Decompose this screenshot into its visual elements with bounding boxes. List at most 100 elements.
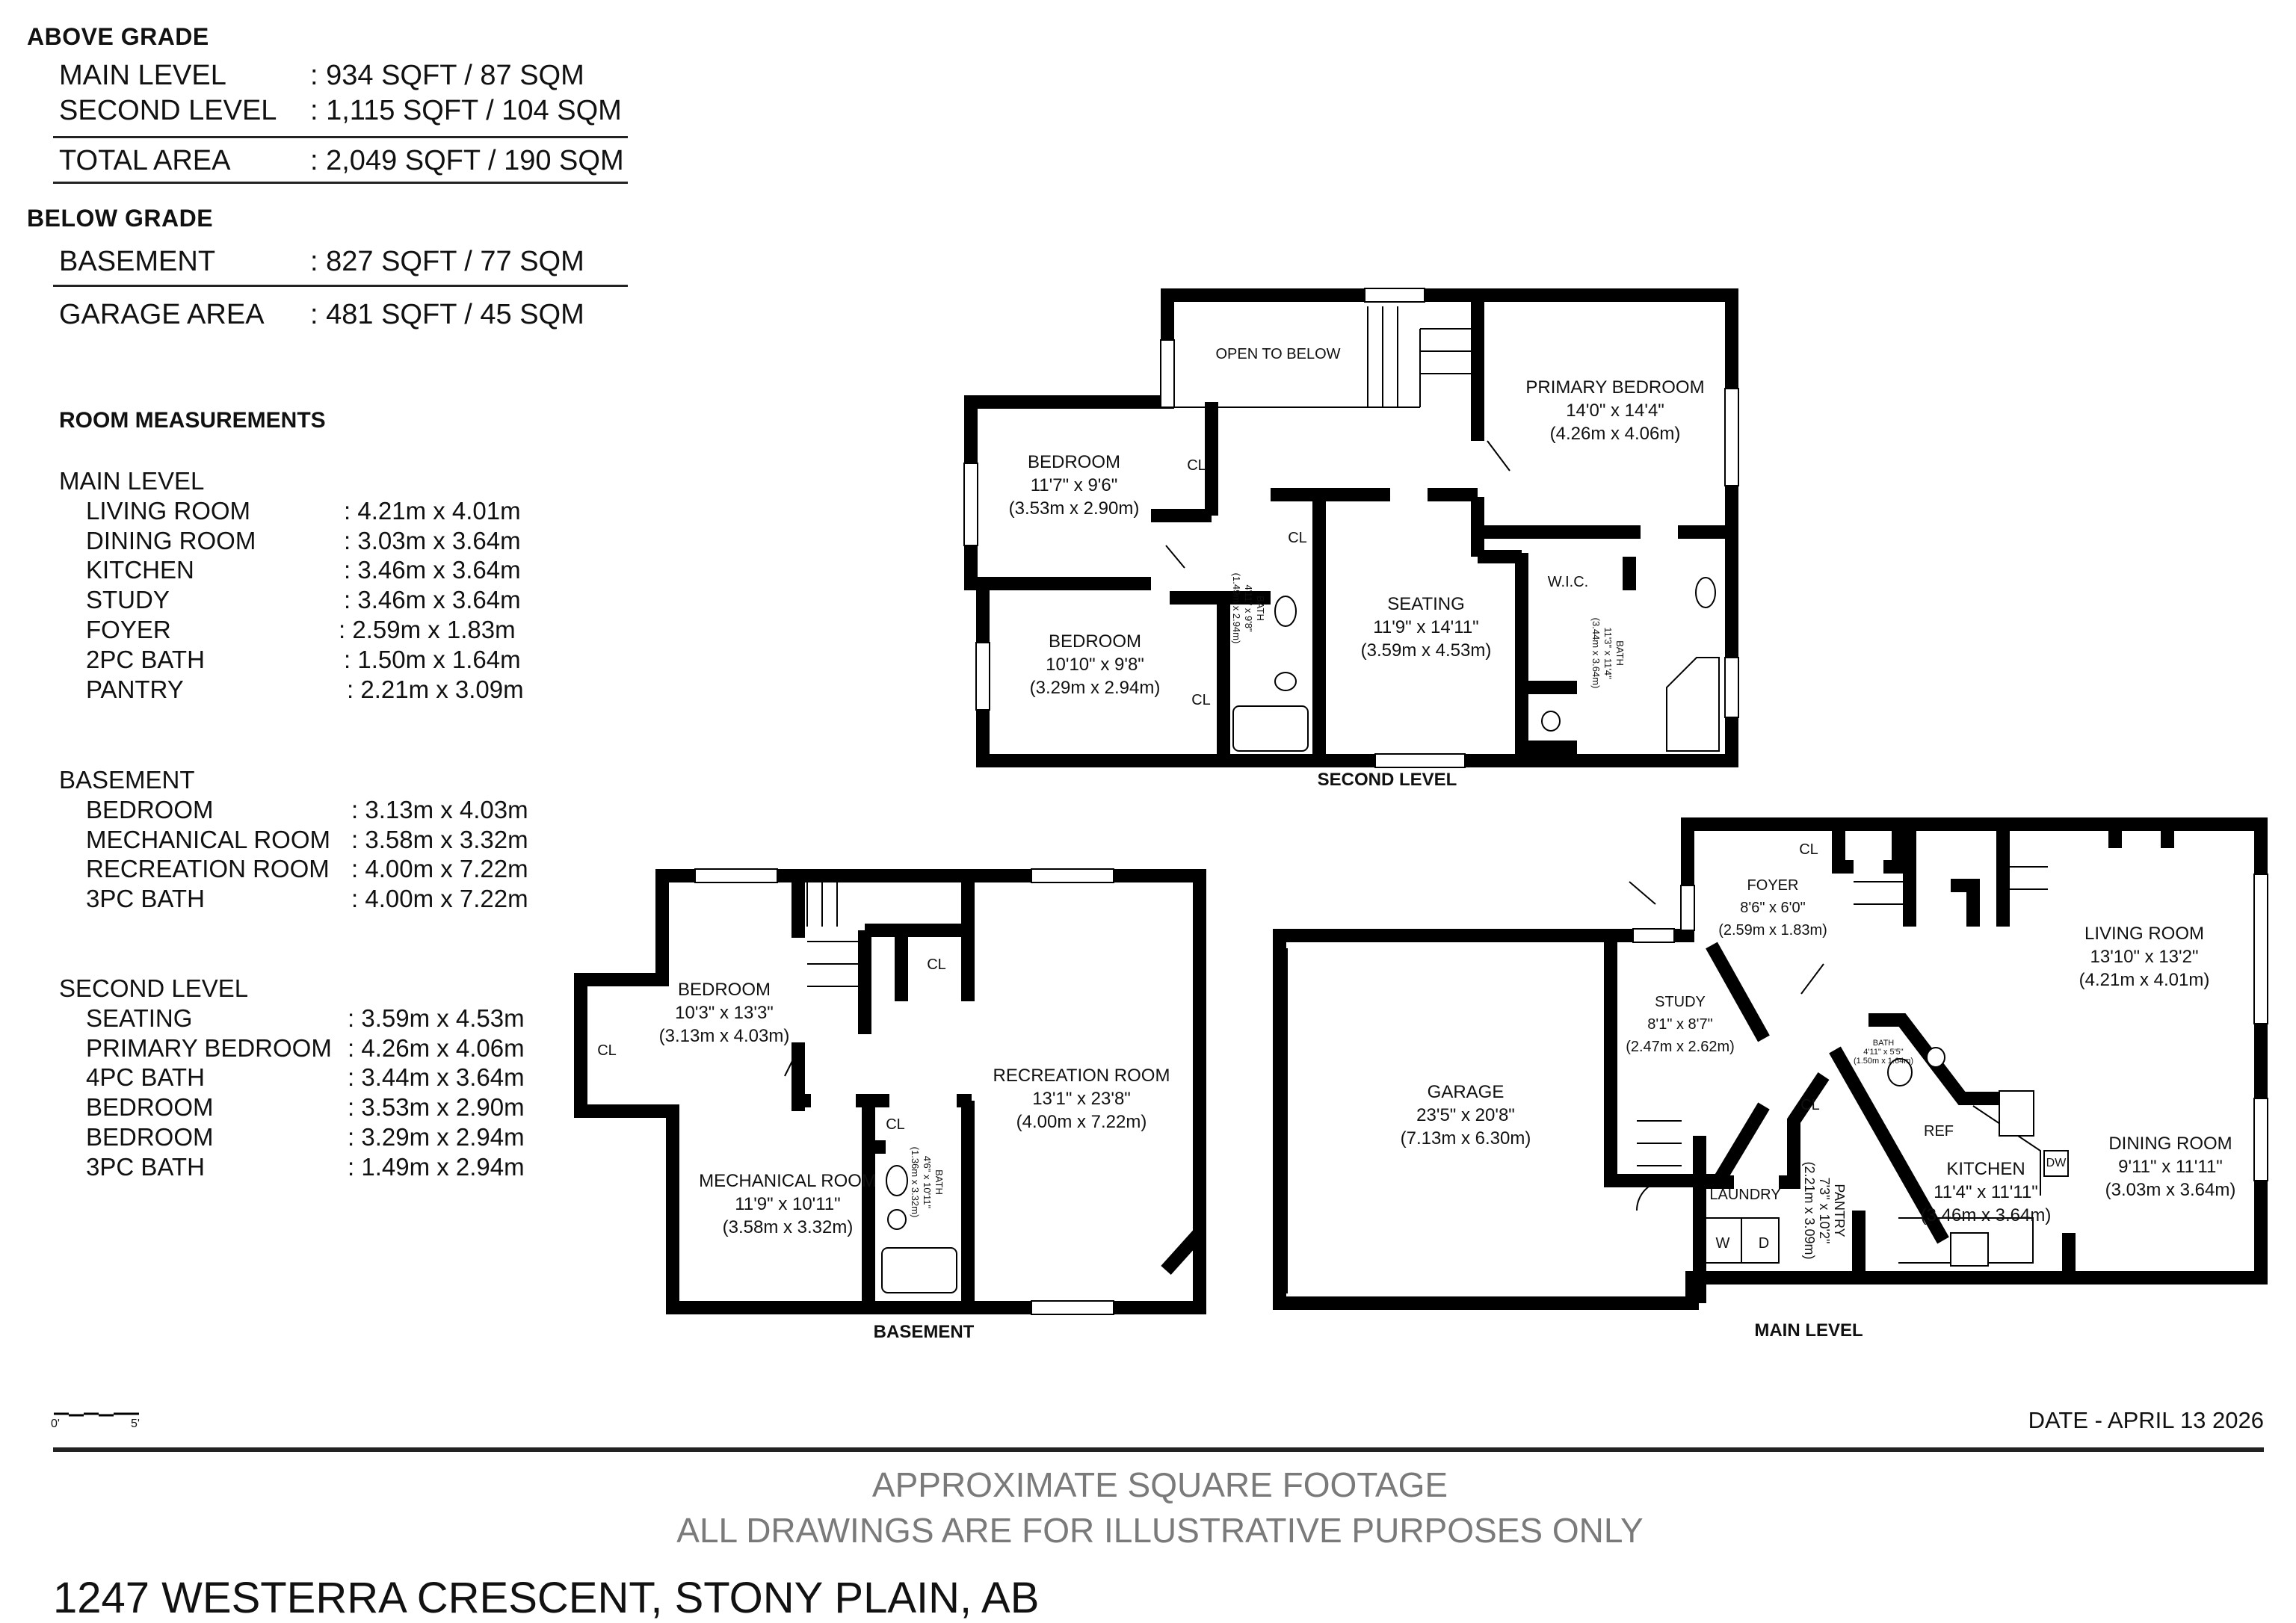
room-dimensions-imperial: 8'6" x 6'0"	[1740, 900, 1806, 916]
room-label-dining-room: DINING ROOM 9'11" x 11'11" (3.03m x 3.64m)	[2105, 1132, 2236, 1202]
room-row: STUDY: 3.46m x 3.64m	[59, 585, 521, 615]
window-icon	[1031, 868, 1114, 883]
room-size: : 3.59m x 4.53m	[348, 1004, 525, 1032]
label-closet: CL	[1800, 1097, 1820, 1113]
area-row-second-level: SECOND LEVEL: 1,115 SQFT / 104 SQM	[59, 94, 622, 127]
room-dimensions-metric: (3.03m x 3.64m)	[2105, 1180, 2236, 1200]
room-name: BEDROOM	[1048, 631, 1142, 652]
bathtub-icon	[1666, 657, 1720, 752]
room-row: FOYER: 2.59m x 1.83m	[59, 615, 516, 645]
room-size: : 1.50m x 1.64m	[344, 645, 521, 673]
sink-icon	[1695, 577, 1716, 608]
room-name: DINING ROOM	[86, 526, 256, 554]
room-row: RECREATION ROOM: 4.00m x 7.22m	[59, 854, 528, 884]
room-dimensions-imperial: 9'11" x 11'11"	[2118, 1157, 2223, 1177]
room-row: DINING ROOM: 3.03m x 3.64m	[59, 526, 521, 556]
disclaimer-illustrative: ALL DRAWINGS ARE FOR ILLUSTRATIVE PURPOS…	[676, 1511, 1644, 1550]
room-name: LIVING ROOM	[86, 496, 251, 525]
room-name: RECREATION ROOM	[86, 855, 330, 883]
room-dimensions-imperial: 4'11" x 5'5"	[1863, 1048, 1904, 1057]
area-label: GARAGE AREA	[59, 299, 265, 330]
group-title: SECOND LEVEL	[59, 974, 249, 1002]
room-name: MECHANICAL ROOM	[699, 1171, 877, 1191]
below-grade-heading: BELOW GRADE	[27, 205, 214, 232]
room-dimensions-imperial: 10'3" x 13'3"	[675, 1003, 774, 1023]
property-address: 1247 WESTERRA CRESCENT, STONY PLAIN, AB	[53, 1574, 1040, 1622]
room-name: BEDROOM	[677, 980, 771, 1000]
room-row: 3PC BATH: 1.49m x 2.94m	[59, 1152, 525, 1182]
room-size: : 3.46m x 3.64m	[344, 556, 521, 584]
bathtub-icon	[1232, 705, 1309, 752]
room-name: DINING ROOM	[2108, 1134, 2232, 1154]
second-level-stairs	[1167, 306, 1478, 408]
label-dryer: D	[1758, 1235, 1770, 1252]
room-name: BATH	[933, 1169, 945, 1195]
window-icon	[1374, 753, 1466, 768]
sink-icon	[1274, 596, 1297, 627]
second-level-interior-wall	[1471, 295, 1732, 557]
room-dimensions-imperial: 4'11" x 9'8"	[1243, 584, 1254, 632]
room-dimensions-imperial: 23'5" x 20'8"	[1416, 1105, 1515, 1125]
area-label: BASEMENT	[59, 246, 216, 277]
room-dimensions-metric: (4.21m x 4.01m)	[2079, 970, 2210, 990]
room-name: 3PC BATH	[86, 1152, 205, 1181]
area-label: TOTAL AREA	[59, 145, 231, 176]
group-title: MAIN LEVEL	[59, 467, 205, 495]
disclaimer-approximate: APPROXIMATE SQUARE FOOTAGE	[871, 1465, 1448, 1504]
room-group-main-level: MAIN LEVEL LIVING ROOM : 4.21m x 4.01m DI…	[59, 466, 524, 704]
label-closet: CL	[927, 956, 946, 973]
room-name: SEATING	[1387, 594, 1465, 614]
area-row-garage: GARAGE AREA: 481 SQFT / 45 SQM	[59, 298, 584, 331]
basement-stairs	[806, 882, 865, 987]
area-value: : 827 SQFT / 77 SQM	[310, 246, 584, 277]
area-label: MAIN LEVEL	[59, 60, 226, 91]
room-name: LIVING ROOM	[2084, 924, 2205, 944]
footer-rule	[53, 1447, 2264, 1452]
room-dimensions-metric: (3.58m x 3.32m)	[722, 1217, 854, 1237]
basement-interior-wall	[862, 1101, 975, 1308]
label-open-to-below: OPEN TO BELOW	[1215, 346, 1341, 362]
room-row: BEDROOM: 3.13m x 4.03m	[59, 795, 528, 825]
window-icon	[1724, 657, 1739, 718]
second-level-interior-wall	[1525, 681, 1577, 754]
room-dimensions-metric: (2.21m x 3.09m)	[1802, 1161, 1817, 1260]
room-row: KITCHEN : 3.46m x 3.64m	[59, 555, 521, 585]
divider	[53, 182, 628, 184]
kitchen-sink-icon	[1999, 1090, 2034, 1137]
room-dimensions-imperial: 10'10" x 9'8"	[1046, 655, 1144, 675]
label-laundry: LAUNDRY	[1709, 1187, 1781, 1203]
door-swing	[784, 440, 1824, 1211]
room-dimensions-imperial: 11'7" x 9'6"	[1030, 475, 1118, 495]
room-dimensions-imperial: 11'3" x 11'4"	[1602, 627, 1614, 679]
area-label: SECOND LEVEL	[59, 95, 277, 126]
main-level-stairs	[1637, 866, 2048, 1166]
room-dimensions-imperial: 7'3" x 10'2"	[1817, 1177, 1832, 1244]
plan-title-basement: BASEMENT	[873, 1322, 975, 1342]
sink-icon	[1887, 1058, 1913, 1086]
room-dimensions-metric: (3.44m x 3.64m)	[1590, 617, 1602, 689]
room-size: : 3.46m x 3.64m	[344, 586, 521, 614]
room-size: : 4.26m x 4.06m	[348, 1033, 525, 1062]
divider	[53, 136, 628, 138]
room-name: 4PC BATH	[86, 1063, 205, 1092]
room-name: FOYER	[1747, 877, 1799, 894]
room-size: : 4.21m x 4.01m	[344, 496, 521, 525]
plan-title-second-level: SECOND LEVEL	[1317, 770, 1457, 790]
room-dimensions-imperial: 4'6" x 10'11"	[922, 1155, 933, 1209]
room-dimensions-metric: (3.53m x 2.90m)	[1008, 498, 1140, 519]
bathtub-icon	[881, 1247, 957, 1293]
label-closet: CL	[1187, 457, 1206, 474]
room-group-second-level: SECOND LEVEL SEATING: 3.59m x 4.53m PRIM…	[59, 974, 525, 1182]
area-row-total: TOTAL AREA: 2,049 SQFT / 190 SQM	[59, 144, 624, 177]
label-closet: CL	[1191, 692, 1211, 708]
room-name: KITCHEN	[86, 556, 194, 584]
room-row: 2PC BATH: 1.50m x 1.64m	[59, 645, 521, 675]
room-size: : 3.29m x 2.94m	[348, 1122, 525, 1151]
